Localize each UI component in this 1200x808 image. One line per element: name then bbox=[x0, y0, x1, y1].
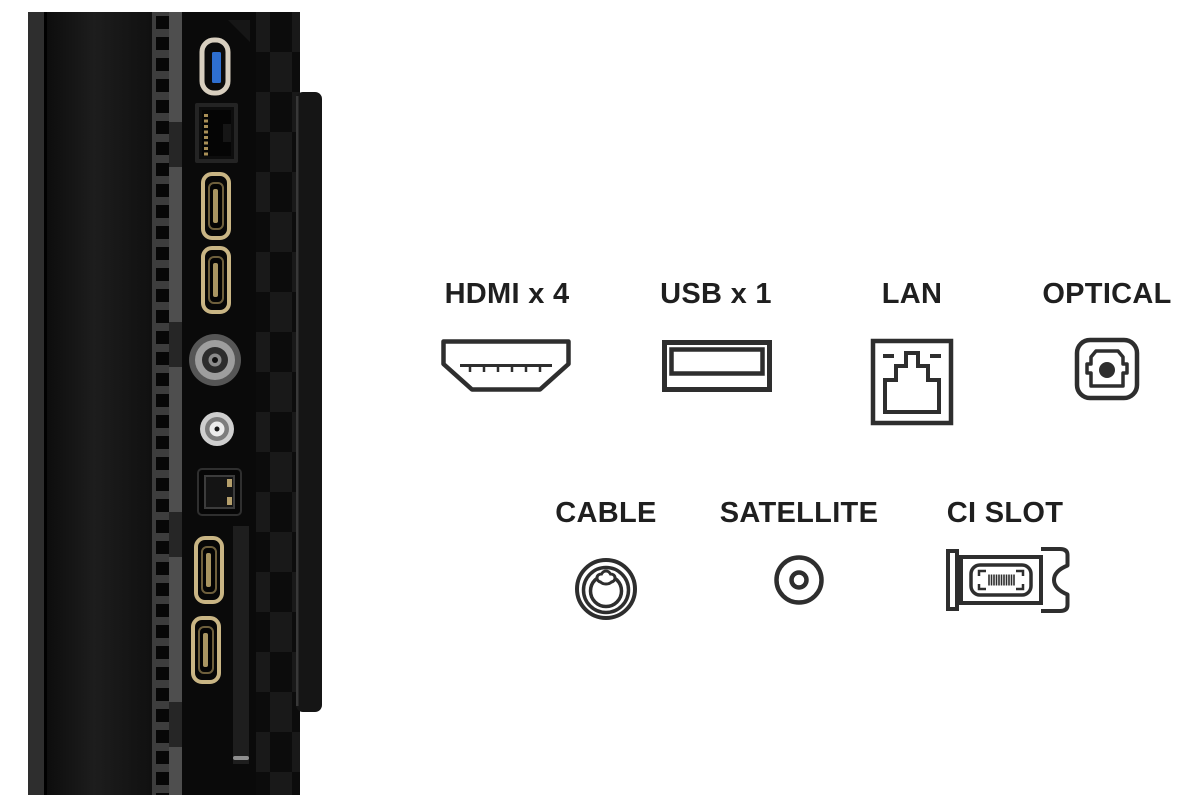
ci-slot-label: CI SLOT bbox=[946, 497, 1064, 529]
hdmi-port-photo-4 bbox=[191, 616, 221, 684]
cable-label: CABLE bbox=[555, 497, 657, 529]
cable-port-photo bbox=[189, 334, 241, 386]
lan-label: LAN bbox=[881, 278, 943, 310]
optical-port-photo bbox=[197, 468, 242, 516]
hdmi-port-photo-3 bbox=[194, 536, 224, 604]
hdmi-port-photo-1 bbox=[201, 172, 231, 240]
hdmi-count-label: HDMI x 4 bbox=[444, 278, 570, 310]
ci-slot-photo bbox=[233, 526, 249, 764]
usb-port-icon bbox=[662, 340, 772, 392]
hdmi-port-icon bbox=[441, 339, 571, 392]
vent-strip bbox=[152, 12, 169, 795]
usb-count-label: USB x 1 bbox=[660, 278, 772, 310]
satellite-label: SATELLITE bbox=[719, 497, 879, 529]
ci-slot-icon bbox=[946, 547, 1070, 613]
usb-port-photo bbox=[199, 37, 231, 96]
lan-port-icon bbox=[870, 338, 954, 426]
back-cover-edge bbox=[296, 92, 322, 712]
optical-label: OPTICAL bbox=[1042, 278, 1172, 310]
lan-port-photo bbox=[195, 103, 238, 163]
tv-side-panel-photo bbox=[28, 12, 322, 795]
cable-port-icon bbox=[575, 558, 637, 620]
hdmi-port-photo-2 bbox=[201, 246, 231, 314]
optical-port-icon bbox=[1074, 337, 1140, 401]
satellite-port-icon bbox=[774, 555, 824, 605]
satellite-port-photo bbox=[200, 412, 234, 446]
